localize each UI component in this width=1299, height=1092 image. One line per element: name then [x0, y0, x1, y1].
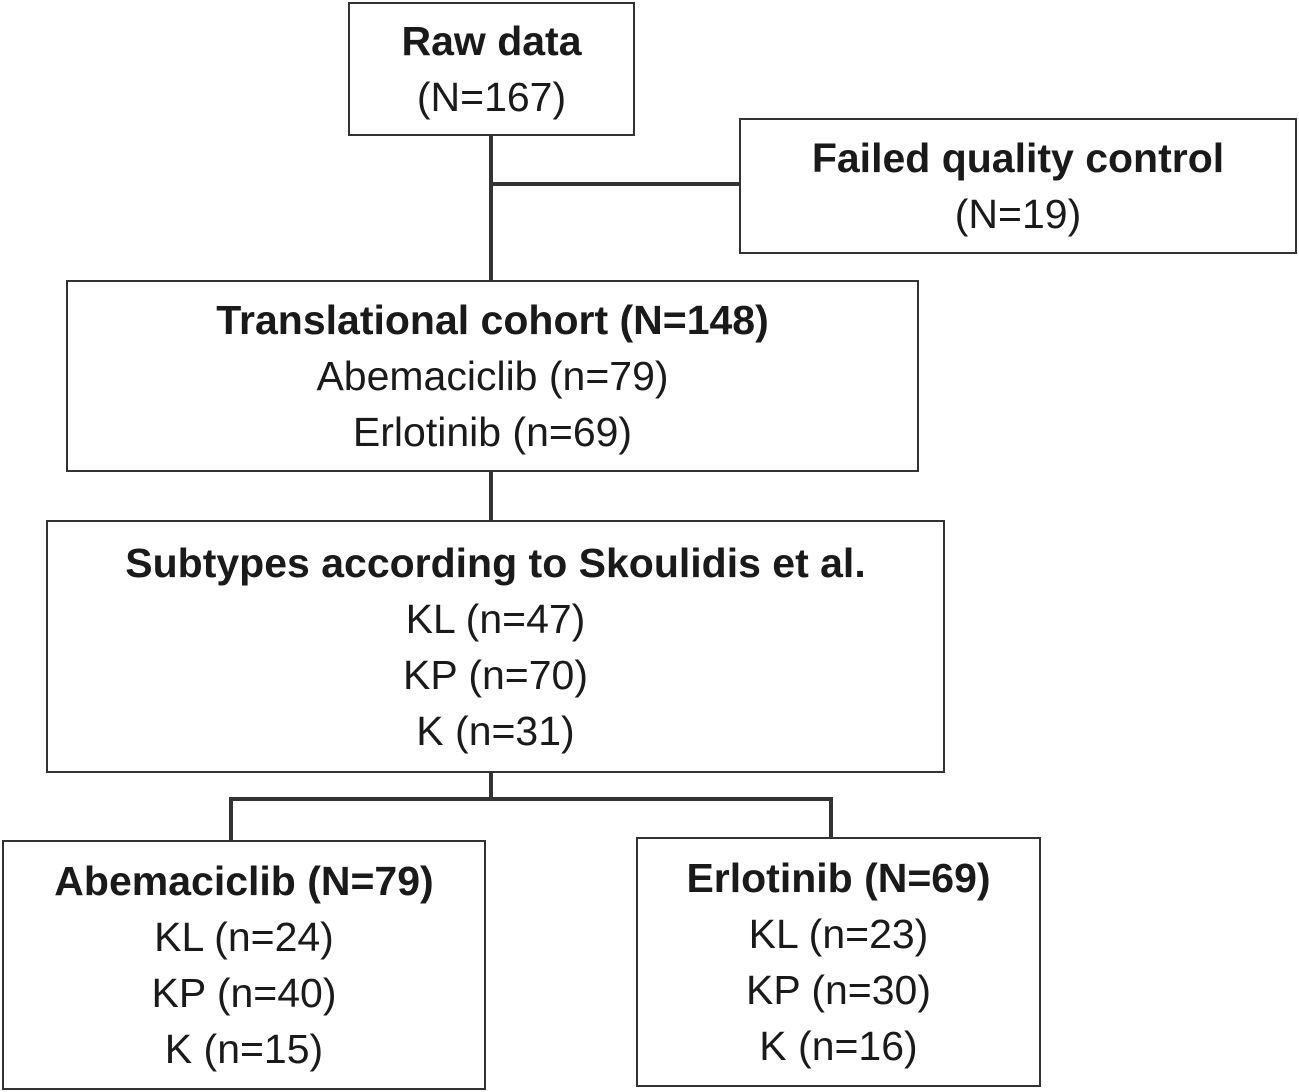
- subtypes-kp: KP (n=70): [402, 651, 588, 698]
- abemaciclib-box: Abemaciclib (N=79) KL (n=24) KP (n=40) K…: [2, 840, 486, 1090]
- connector-split-horizontal: [229, 797, 833, 801]
- subtypes-k: K (n=31): [416, 707, 575, 754]
- raw-data-box: Raw data (N=167): [348, 2, 635, 136]
- failed-qc-box: Failed quality control (N=19): [739, 118, 1297, 254]
- connector-subtypes-down: [489, 771, 493, 799]
- abemaciclib-k: K (n=15): [164, 1026, 324, 1072]
- abemaciclib-kl: KL (n=24): [154, 914, 334, 960]
- subtypes-title: Subtypes according to Skoulidis et al.: [125, 539, 866, 586]
- connector-to-failed: [489, 182, 741, 186]
- connector-raw-to-translational: [489, 134, 493, 282]
- raw-data-count: (N=167): [416, 74, 567, 120]
- abemaciclib-kp: KP (n=40): [151, 970, 337, 1016]
- connector-to-abemaciclib: [229, 797, 233, 842]
- translational-abemaciclib: Abemaciclib (n=79): [316, 353, 669, 399]
- translational-cohort-box: Translational cohort (N=148) Abemaciclib…: [66, 280, 919, 472]
- erlotinib-box: Erlotinib (N=69) KL (n=23) KP (n=30) K (…: [636, 837, 1041, 1087]
- erlotinib-kp: KP (n=30): [745, 967, 931, 1013]
- raw-data-title: Raw data: [401, 18, 582, 64]
- connector-to-erlotinib: [829, 797, 833, 839]
- translational-cohort-title: Translational cohort (N=148): [216, 297, 769, 343]
- erlotinib-kl: KL (n=23): [748, 911, 929, 957]
- translational-erlotinib: Erlotinib (n=69): [352, 409, 633, 455]
- erlotinib-k: K (n=16): [759, 1023, 918, 1069]
- failed-qc-title: Failed quality control: [811, 135, 1225, 181]
- connector-translational-to-subtypes: [489, 470, 493, 522]
- abemaciclib-title: Abemaciclib (N=79): [54, 858, 434, 904]
- erlotinib-title: Erlotinib (N=69): [686, 855, 991, 901]
- failed-qc-count: (N=19): [954, 191, 1082, 237]
- subtypes-kl: KL (n=47): [405, 595, 586, 642]
- subtypes-box: Subtypes according to Skoulidis et al. K…: [46, 520, 945, 773]
